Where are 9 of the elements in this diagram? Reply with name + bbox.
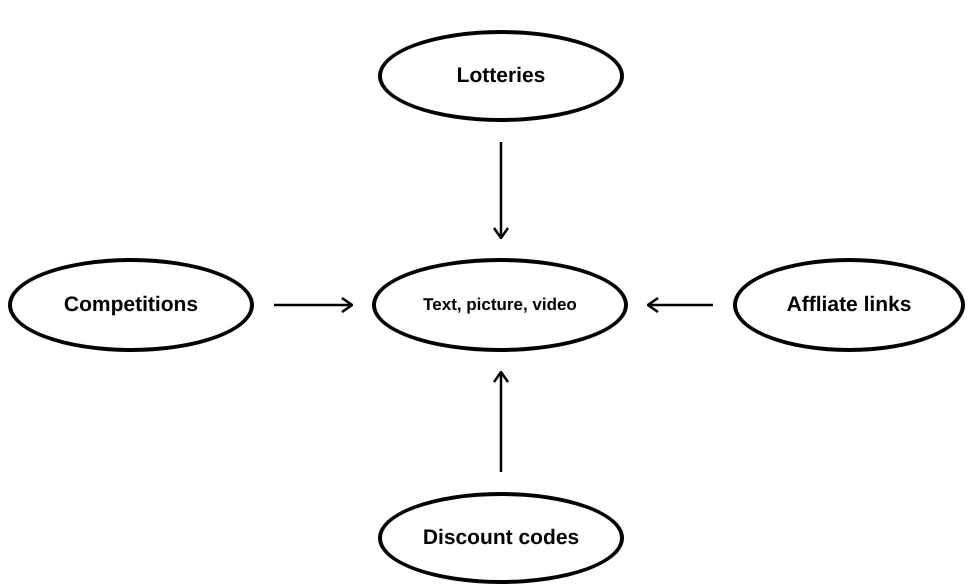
arrow [492,370,510,472]
node-label: Competitions [64,292,198,318]
arrow [646,296,713,314]
node-label: Text, picture, video [423,294,577,316]
node-label: Lotteries [456,63,546,90]
arrow [492,142,510,240]
node-label: Affliate links [786,292,912,318]
arrow [274,296,354,314]
node-label: Discount codes [422,525,580,552]
